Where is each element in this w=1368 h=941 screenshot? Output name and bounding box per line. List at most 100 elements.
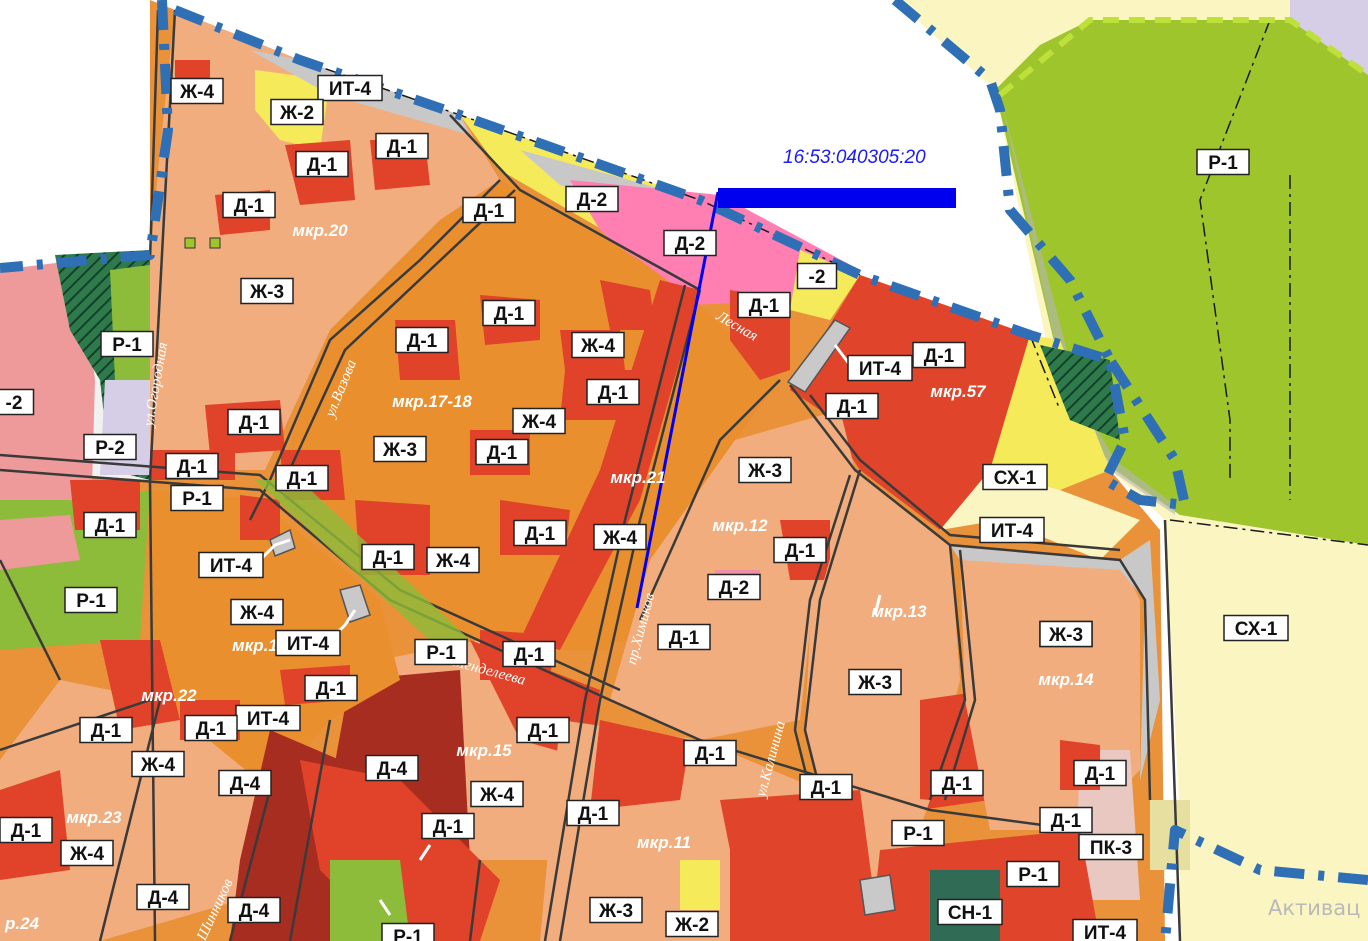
zone-label[interactable]: Ж-4 (512, 407, 566, 435)
zone-label-box (227, 408, 281, 436)
district-label: мкр.14 (1038, 670, 1094, 689)
zone-label[interactable]: ИТ-4 (1072, 918, 1138, 941)
zone-label[interactable]: Д-4 (227, 896, 281, 924)
zone-label[interactable]: Д-1 (421, 812, 475, 840)
zone-label[interactable]: Д-1 (516, 716, 570, 744)
activation-watermark: Активац (1268, 896, 1361, 920)
zone-label[interactable]: Д-1 (513, 519, 567, 547)
zone-label-text: Д-1 (578, 804, 609, 825)
zone-label[interactable]: Р-1 (414, 638, 468, 666)
zone-label[interactable]: Д-1 (165, 452, 219, 480)
zone-label[interactable]: Д-1 (462, 196, 516, 224)
zone-label[interactable]: Д-1 (1073, 759, 1127, 787)
zone-label[interactable]: Д-1 (825, 392, 879, 420)
zone-label[interactable]: Р-1 (100, 330, 154, 358)
zone-label[interactable]: Ж-3 (240, 277, 294, 305)
zone-label-box (663, 229, 717, 257)
zone-label-box (240, 277, 294, 305)
zone-label[interactable]: Д-2 (707, 573, 761, 601)
zone-label[interactable]: ИТ-4 (317, 74, 383, 102)
zone-label[interactable]: ИТ-4 (275, 629, 341, 657)
zone-label[interactable]: СН-1 (937, 898, 1003, 926)
zone-label[interactable]: Р-1 (381, 922, 435, 941)
zone-label[interactable]: Д-1 (79, 716, 133, 744)
zone-label[interactable]: Ж-4 (230, 598, 284, 626)
zone-label[interactable]: ИТ-4 (235, 704, 301, 732)
zone-label[interactable]: ИТ-4 (979, 516, 1045, 544)
zone-label[interactable]: Д-1 (83, 511, 137, 539)
zone-label[interactable]: Ж-4 (571, 331, 625, 359)
zone-label[interactable]: Ж-2 (270, 98, 324, 126)
zone-label[interactable]: Д-1 (657, 623, 711, 651)
zone-label[interactable]: Д-1 (184, 714, 238, 742)
zone-label[interactable]: Р-1 (1196, 148, 1250, 176)
zone-label[interactable]: Д-1 (1039, 806, 1093, 834)
zone-label-text: Д-1 (177, 457, 208, 478)
zone-label[interactable]: Д-1 (295, 150, 349, 178)
zone-label[interactable]: СХ-1 (982, 463, 1048, 491)
zone-label-box (586, 378, 640, 406)
zone-label[interactable]: Д-1 (737, 291, 791, 319)
zone-label[interactable]: Д-1 (566, 799, 620, 827)
zone-label[interactable]: Р-1 (891, 819, 945, 847)
zone-label[interactable]: Д-1 (586, 378, 640, 406)
district-label: мкр.17-18 (392, 392, 472, 411)
zone-label[interactable]: Д-1 (482, 299, 536, 327)
zone-label[interactable]: Д-1 (275, 464, 329, 492)
zone-label[interactable]: Д-1 (683, 739, 737, 767)
zone-label[interactable]: Д-1 (502, 640, 556, 668)
zone-label[interactable]: -2 (0, 388, 35, 416)
zone-label[interactable]: Д-4 (218, 769, 272, 797)
zone-label[interactable]: Д-1 (395, 326, 449, 354)
zone-label[interactable]: Р-2 (83, 433, 137, 461)
zone-label[interactable]: Р-1 (170, 484, 224, 512)
zone-label[interactable]: Д-2 (565, 185, 619, 213)
zone-label[interactable]: Р-1 (1006, 860, 1060, 888)
zone-label[interactable]: -2 (796, 262, 838, 290)
zone-label[interactable]: СХ-1 (1223, 614, 1289, 642)
zone-label[interactable]: Ж-4 (593, 523, 647, 551)
zone-label[interactable]: Ж-4 (426, 546, 480, 574)
zone-label[interactable]: Ж-2 (665, 910, 719, 938)
zone-label[interactable]: ИТ-4 (198, 551, 264, 579)
zone-label[interactable]: Ж-3 (589, 896, 643, 924)
zone-label[interactable]: Ж-3 (738, 456, 792, 484)
zone-label[interactable]: Ж-4 (131, 750, 185, 778)
zone-label[interactable]: Д-2 (663, 229, 717, 257)
cadastral-marker[interactable]: 16:53:040305:20 (635, 147, 956, 609)
zone-label-text: Д-4 (239, 901, 270, 922)
zone-label-box (930, 769, 984, 797)
zone-label[interactable]: Д-1 (930, 769, 984, 797)
zone-label-box (665, 910, 719, 938)
zone-label[interactable]: Ж-3 (848, 668, 902, 696)
zone-label[interactable]: Д-1 (222, 191, 276, 219)
zone-label[interactable]: Ж-3 (1039, 620, 1093, 648)
zone-label[interactable]: Ж-4 (470, 780, 524, 808)
zone-label[interactable]: Д-1 (0, 816, 53, 844)
zone-label[interactable]: Д-1 (475, 438, 529, 466)
zone-label[interactable]: ПК-3 (1078, 833, 1144, 861)
zone-label-box (198, 551, 264, 579)
zone-label-box (275, 629, 341, 657)
zone-label[interactable]: Д-4 (136, 883, 190, 911)
zone-label-box (825, 392, 879, 420)
zone-label-text: Д-1 (528, 721, 559, 742)
zone-label[interactable]: Д-1 (799, 773, 853, 801)
zone-label[interactable]: ИТ-4 (847, 354, 913, 382)
zone-label[interactable]: Ж-4 (60, 839, 114, 867)
zone-label[interactable]: Р-1 (64, 586, 118, 614)
zone-label[interactable]: Д-1 (361, 543, 415, 571)
zone-label-box (170, 484, 224, 512)
zone-label[interactable]: Д-1 (375, 132, 429, 160)
zone-label[interactable]: Д-1 (773, 536, 827, 564)
zone-label[interactable]: Ж-4 (170, 77, 224, 105)
zone-label-text: Д-1 (474, 201, 505, 222)
zone-label[interactable]: Д-1 (912, 341, 966, 369)
district-label: мкр.11 (637, 833, 691, 852)
zone-label[interactable]: Д-1 (227, 408, 281, 436)
zone-label[interactable]: Д-4 (365, 754, 419, 782)
zone-label[interactable]: Д-1 (304, 674, 358, 702)
zone-label[interactable]: Ж-3 (373, 435, 427, 463)
